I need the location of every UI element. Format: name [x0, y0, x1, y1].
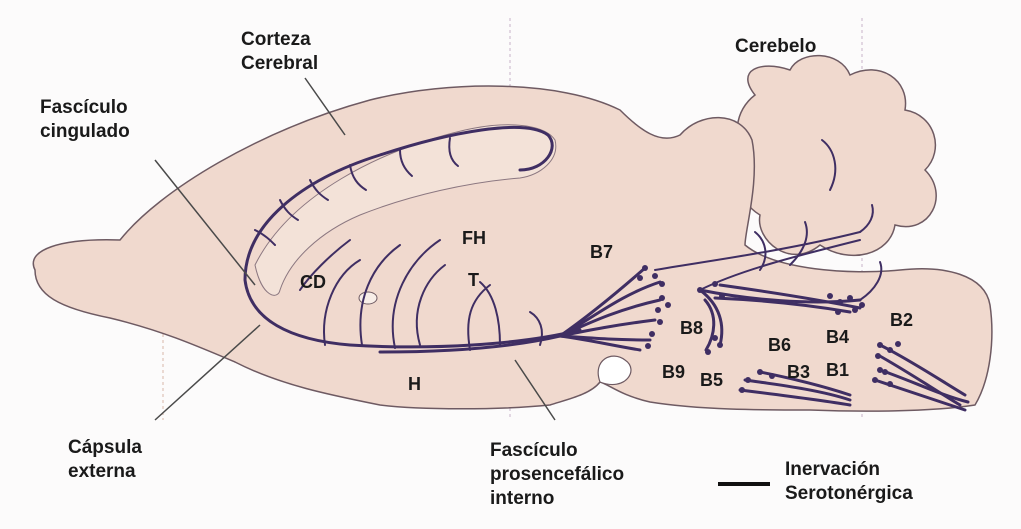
label-text: Cerebelo — [735, 35, 816, 59]
label-fh: FH — [462, 226, 486, 250]
label-text: externa — [68, 460, 142, 484]
label-fasciculo-prosencefalico: Fascículo prosencefálico interno — [490, 439, 624, 511]
label-t: T — [468, 268, 479, 292]
label-cerebelo: Cerebelo — [735, 35, 816, 59]
label-b7: B7 — [590, 240, 613, 264]
label-text: Serotonérgica — [785, 482, 913, 506]
label-b8: B8 — [680, 316, 703, 340]
label-text: Fascículo — [40, 96, 130, 120]
label-b6: B6 — [768, 333, 791, 357]
label-b1: B1 — [826, 358, 849, 382]
label-b3: B3 — [787, 360, 810, 384]
label-text: Corteza — [241, 28, 318, 52]
label-text: cingulado — [40, 120, 130, 144]
label-b5: B5 — [700, 368, 723, 392]
label-text: Fascículo — [490, 439, 624, 463]
label-b4: B4 — [826, 325, 849, 349]
label-text: Cápsula — [68, 436, 142, 460]
label-b9: B9 — [662, 360, 685, 384]
label-text: prosencefálico — [490, 463, 624, 487]
label-cd: CD — [300, 270, 326, 294]
label-capsula-externa: Cápsula externa — [68, 436, 142, 484]
label-fasciculo-cingulado: Fascículo cingulado — [40, 96, 130, 144]
label-text: Inervación — [785, 458, 913, 482]
label-text: interno — [490, 487, 624, 511]
label-text: Cerebral — [241, 52, 318, 76]
label-h: H — [408, 372, 421, 396]
anterior-commissure — [359, 292, 377, 304]
midbrain-notch — [598, 356, 631, 384]
label-b2: B2 — [890, 308, 913, 332]
cerebellum-shape — [737, 56, 936, 256]
legend-inervacion-serotonergica: Inervación Serotonérgica — [785, 458, 913, 506]
label-corteza-cerebral: Corteza Cerebral — [241, 28, 318, 76]
